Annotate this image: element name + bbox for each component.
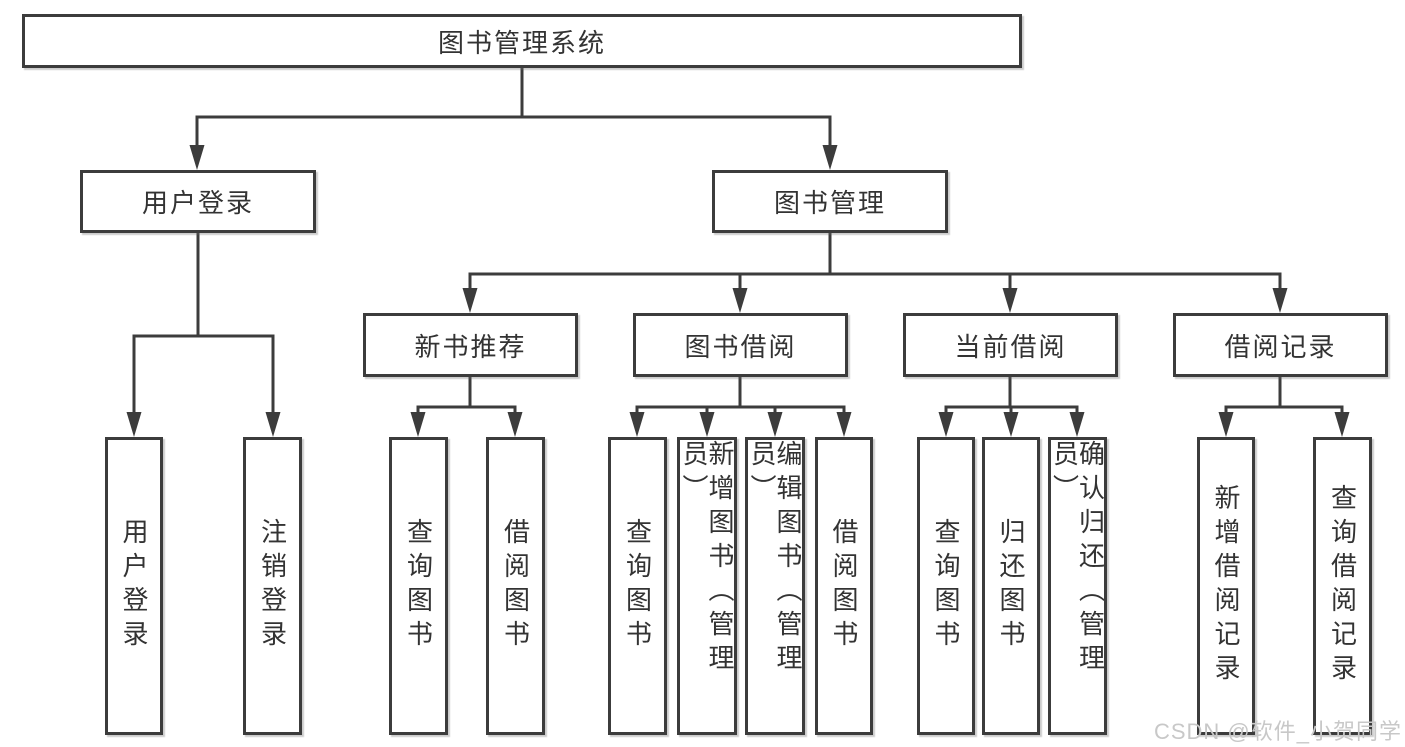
leaf-user-login: 用户登录 <box>105 437 163 735</box>
arrowheads <box>126 145 1350 437</box>
node-label: 借阅图书 <box>829 518 859 654</box>
leaf-borrow-books-recommend: 借阅图书 <box>486 437 545 735</box>
node-library-system: 图书管理系统 <box>22 14 1022 68</box>
node-new-book-recommend: 新书推荐 <box>363 313 578 377</box>
node-book-borrowing: 图书借阅 <box>633 313 848 377</box>
node-label: 查询图书 <box>403 518 434 654</box>
leaf-return-book: 归还图书 <box>982 437 1040 735</box>
node-label: 用户登录 <box>141 188 254 218</box>
leaf-query-books-recommend: 查询图书 <box>389 437 448 735</box>
node-label: 归还图书 <box>996 518 1026 654</box>
node-label: 查询图书 <box>622 518 653 654</box>
node-label: 当前借阅 <box>954 331 1067 362</box>
node-label: 注销登录 <box>257 518 288 654</box>
node-label: 图书管理 <box>773 188 886 218</box>
node-label: 新增图书（管理员） <box>679 440 735 678</box>
leaf-confirm-return-admin: 确认归还（管理员） <box>1048 437 1107 735</box>
node-user-login: 用户登录 <box>80 170 316 233</box>
node-label: 确认归还（管理员） <box>1049 440 1106 678</box>
leaf-logout: 注销登录 <box>243 437 302 735</box>
node-label: 查询借阅记录 <box>1327 484 1358 688</box>
leaf-query-books-current: 查询图书 <box>917 437 975 735</box>
node-label: 借阅记录 <box>1224 331 1337 362</box>
leaf-borrow-books: 借阅图书 <box>815 437 873 735</box>
node-label: 图书管理系统 <box>437 27 606 58</box>
node-label: 用户登录 <box>119 518 149 654</box>
leaf-add-borrow-record: 新增借阅记录 <box>1197 437 1255 735</box>
node-label: 编辑图书（管理员） <box>747 440 803 678</box>
leaf-query-borrow-record: 查询借阅记录 <box>1313 437 1372 735</box>
node-borrowing-records: 借阅记录 <box>1173 313 1388 377</box>
node-label: 新增借阅记录 <box>1211 484 1241 688</box>
leaf-edit-book-admin: 编辑图书（管理员） <box>745 437 805 735</box>
leaf-add-book-admin: 新增图书（管理员） <box>677 437 737 735</box>
node-label: 借阅图书 <box>500 518 531 654</box>
node-label: 新书推荐 <box>414 331 527 362</box>
csdn-watermark: CSDN @软件_小贺同学 <box>1153 719 1402 744</box>
node-label: 图书借阅 <box>684 331 797 362</box>
node-label: 查询图书 <box>931 518 961 654</box>
leaf-query-books-borrowing: 查询图书 <box>608 437 667 735</box>
node-current-borrowing: 当前借阅 <box>903 313 1118 377</box>
node-book-management: 图书管理 <box>712 170 948 233</box>
